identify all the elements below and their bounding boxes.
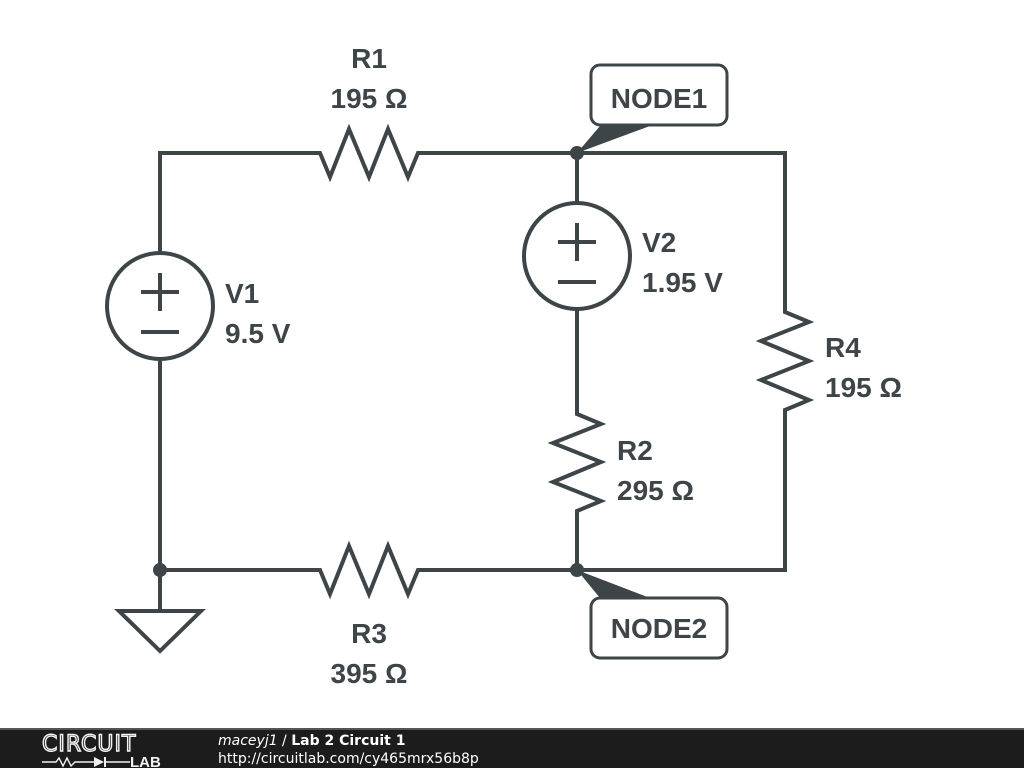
r4-value-label: 195 Ω (825, 372, 902, 403)
resistor-r1-symbol (308, 123, 430, 183)
circuitlab-logo[interactable]: CIRCUIT LAB (42, 732, 177, 768)
r1-name-label: R1 (351, 43, 387, 74)
footer-circuit-title[interactable]: Lab 2 Circuit 1 (291, 733, 406, 749)
node1-box (589, 63, 729, 127)
footer-url-link[interactable]: http://circuitlab.com/cy465mrx56b8p (218, 751, 479, 767)
v1-name-label: V1 (225, 278, 259, 309)
node2-pointer (577, 570, 650, 598)
resistor-r4-symbol (755, 300, 815, 422)
node1-label[interactable]: NODE1 (577, 63, 729, 153)
logo-diode-icon (94, 757, 104, 767)
v2-value-label: 1.95 V (642, 267, 723, 298)
resistor-r3-symbol (308, 540, 430, 600)
node1-text: NODE1 (611, 83, 707, 114)
v1-circle (105, 251, 215, 361)
voltage-source-v2[interactable]: V2 1.95 V (522, 201, 723, 311)
wire-v1-top-to-r1 (158, 151, 312, 254)
voltage-source-v1[interactable]: V1 9.5 V (105, 251, 291, 361)
v1-value-label: 9.5 V (225, 318, 291, 349)
resistor-r2-symbol (547, 402, 607, 522)
node2-box (589, 596, 729, 660)
resistor-r4[interactable]: R4 195 Ω (755, 300, 902, 422)
r2-name-label: R2 (617, 435, 653, 466)
r1-value-label: 195 Ω (331, 83, 408, 114)
wire-node1-to-r4 (575, 151, 787, 304)
node1-pointer (577, 126, 650, 153)
ground-symbol[interactable] (114, 609, 206, 654)
r3-value-label: 395 Ω (331, 658, 408, 689)
logo-resistor-icon (42, 756, 94, 768)
wires (158, 151, 787, 612)
r2-value-label: 295 Ω (617, 475, 694, 506)
v2-name-label: V2 (642, 227, 676, 258)
resistor-r3[interactable]: R3 395 Ω (308, 540, 430, 689)
logo-lab-text: LAB (130, 754, 161, 768)
resistor-r2[interactable]: R2 295 Ω (547, 402, 694, 522)
resistor-r1[interactable]: R1 195 Ω (308, 43, 430, 183)
r3-name-label: R3 (351, 618, 387, 649)
ground-icon (114, 609, 206, 654)
wire-r4-to-node2 (575, 418, 787, 572)
r4-name-label: R4 (825, 332, 861, 363)
footer-bar: CIRCUIT LAB maceyj1 / Lab 2 Circuit 1 ht… (0, 728, 1024, 768)
footer-separator: / (277, 733, 292, 749)
v2-circle (522, 201, 632, 311)
schematic-canvas: R1 195 Ω R3 395 Ω R2 295 Ω R4 195 Ω V1 9… (105, 43, 902, 689)
logo-circuit-text: CIRCUIT (42, 732, 136, 757)
node2-label[interactable]: NODE2 (577, 570, 729, 660)
footer-user-link[interactable]: maceyj1 (218, 733, 278, 749)
footer-title-line: maceyj1 / Lab 2 Circuit 1 (218, 733, 405, 749)
node2-text: NODE2 (611, 613, 707, 644)
junction-ground (153, 563, 167, 577)
